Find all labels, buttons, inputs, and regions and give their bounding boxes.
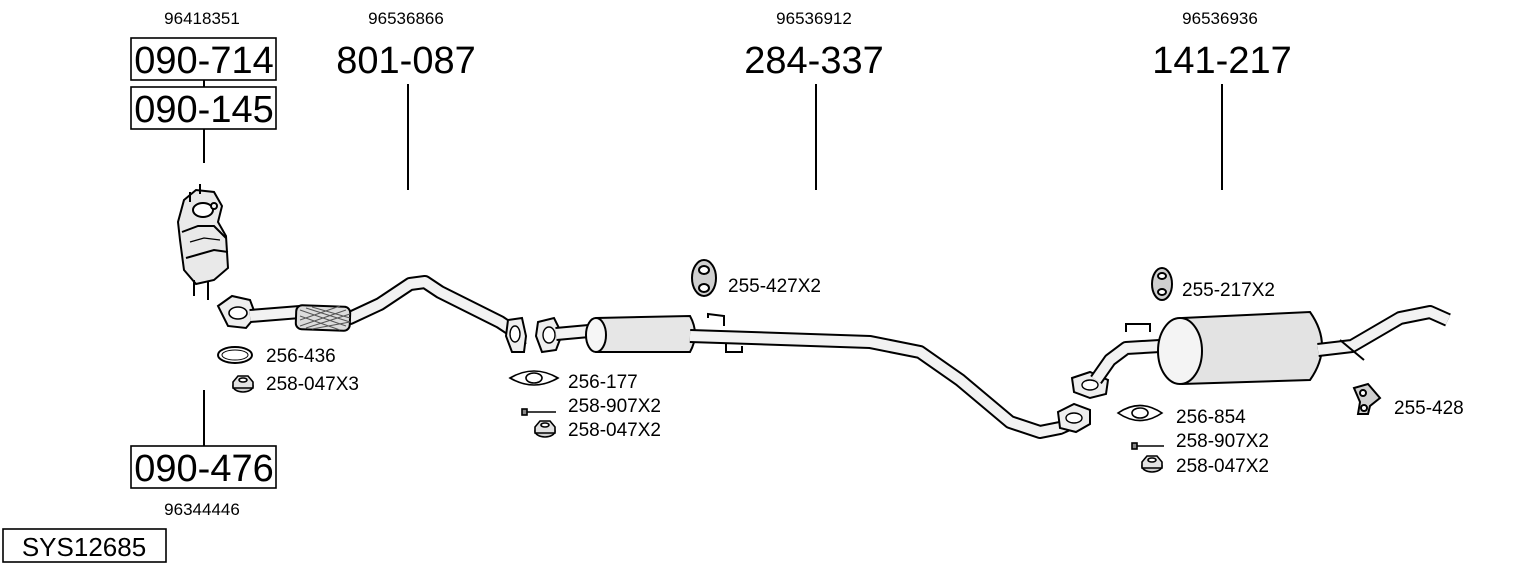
part-number-801-087[interactable]: 801-087 [336,40,475,82]
oe-number-96418351: 96418351 [164,9,240,28]
rubber-hanger-icon [1151,267,1173,301]
flange-gasket-icon [508,370,560,386]
oe-number-96536936: 96536936 [1182,9,1258,28]
accessory-255-427X2[interactable]: 255-427X2 [728,276,821,297]
nut-icon [232,375,254,393]
rubber-hanger-icon [691,259,717,297]
oe-number-96536866: 96536866 [368,9,444,28]
rear-silencer-icon[interactable] [1070,305,1451,400]
part-number-090-476[interactable]: 090-476 [134,448,273,490]
catalytic-converter-icon[interactable] [176,184,230,300]
part-number-141-217[interactable]: 141-217 [1152,40,1291,82]
accessory-258-907X2-b[interactable]: 258-907X2 [1176,431,1269,452]
accessory-258-047X3[interactable]: 258-047X3 [266,374,359,395]
oe-number-96344446: 96344446 [164,500,240,519]
accessory-256-436[interactable]: 256-436 [266,346,336,367]
accessory-258-047X2-a[interactable]: 258-047X2 [568,420,661,441]
flange-gasket-icon [1116,404,1164,422]
gasket-ring-inner [221,349,249,361]
part-number-090-145[interactable]: 090-145 [134,89,273,131]
bolt-icon [521,408,556,416]
system-code-box [2,528,167,563]
nut-icon [534,420,556,438]
part-box-090-476[interactable] [130,445,277,489]
front-pipe-icon[interactable] [216,275,528,353]
accessory-258-047X2-b[interactable]: 258-047X2 [1176,456,1269,477]
oe-number-96536912: 96536912 [776,9,852,28]
bolt-icon [1131,442,1164,450]
part-number-090-714[interactable]: 090-714 [134,40,273,82]
gasket-ring-icon [217,346,253,364]
accessory-256-177[interactable]: 256-177 [568,372,638,393]
middle-silencer-icon[interactable] [534,312,1091,439]
accessory-255-217X2[interactable]: 255-217X2 [1182,280,1275,301]
system-code: SYS12685 [22,532,146,562]
accessory-255-428[interactable]: 255-428 [1394,398,1464,419]
nut-icon [1141,455,1163,473]
part-number-284-337[interactable]: 284-337 [744,40,883,82]
accessory-258-907X2-a[interactable]: 258-907X2 [568,396,661,417]
accessory-256-854[interactable]: 256-854 [1176,407,1246,428]
bracket-icon [1352,382,1382,415]
